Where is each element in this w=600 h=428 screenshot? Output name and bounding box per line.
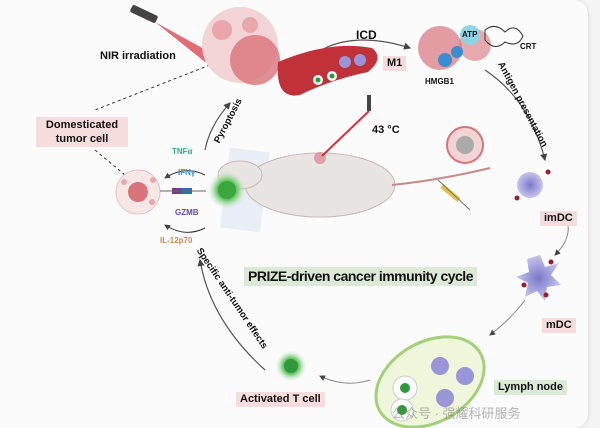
receptor-binding-icon <box>160 188 206 194</box>
watermark: 公众号 · 强耀科研服务 <box>392 406 521 421</box>
atp-label: ATP <box>462 30 478 39</box>
activated-t-cell-icon <box>275 350 307 382</box>
imdc-cell-icon <box>514 169 551 201</box>
nanoparticle-icon <box>446 126 484 164</box>
cytokine-arrow <box>164 224 206 233</box>
cycle-arrow-pyroptosis <box>204 102 231 151</box>
cycle-arrow-effects <box>197 258 266 371</box>
cycle-arrow-dc <box>554 224 569 256</box>
tumor-cluster-icon <box>202 7 280 85</box>
laser-small-icon <box>321 95 371 157</box>
mdc-cell-icon <box>516 255 561 301</box>
diagram-title: PRIZE-driven cancer immunity cycle <box>244 267 477 286</box>
tnfa-label: TNFα <box>172 147 193 156</box>
mdc-label: mDC <box>542 318 576 334</box>
dashed-leader <box>94 64 211 111</box>
icd-label: ICD <box>356 28 377 42</box>
lymph-node-icon <box>374 335 486 428</box>
il12p70-label: IL-12p70 <box>160 236 193 245</box>
domesticated-tumor-cell-label: Domesticated tumor cell <box>36 117 128 147</box>
crt-label: CRT <box>520 42 537 51</box>
imdc-label: imDC <box>540 211 577 227</box>
nir-irradiation-label: NIR irradiation <box>100 50 176 62</box>
syringe-icon <box>437 179 471 211</box>
cycle-arrow-tcell <box>319 375 371 384</box>
m1-label: M1 <box>383 56 407 72</box>
activated-t-cell-label: Activated T cell <box>236 392 325 408</box>
cycle-arrow-icd <box>324 39 412 50</box>
cycle-arrow-antigen <box>484 69 548 162</box>
icd-debris-icon <box>418 25 524 70</box>
domesticated-tumor-cell-icon <box>115 169 161 215</box>
ifng-label: IFNγ <box>178 168 196 177</box>
t-cell-icon <box>207 170 247 210</box>
gzmb-label: GZMB <box>175 208 199 217</box>
lymph-node-label: Lymph node <box>494 380 567 396</box>
temperature-label: 43 °C <box>372 124 400 136</box>
cycle-arrow-lymph <box>489 299 526 336</box>
laser-icon <box>130 5 215 62</box>
hmgb1-label: HMGB1 <box>425 77 454 86</box>
blood-vessel-icon <box>277 45 378 96</box>
cytokine-arrow <box>164 170 206 179</box>
dashed-leader <box>94 149 126 176</box>
